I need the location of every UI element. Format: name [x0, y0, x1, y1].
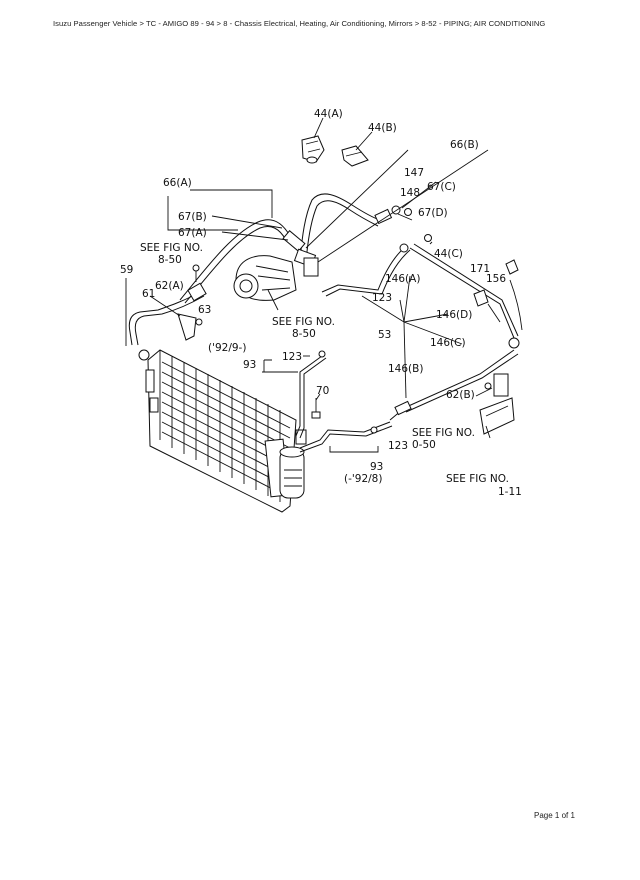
label-146d: 146(D) — [436, 309, 472, 321]
evaporator-bracket-part — [479, 373, 515, 435]
label-67b: 67(B) — [178, 211, 207, 223]
label-see-fig-111-num: 1-11 — [498, 486, 522, 498]
label-see-fig-050-num: 0-50 — [412, 439, 436, 451]
label-see-fig-050: SEE FIG NO. — [412, 427, 475, 439]
label-44b: 44(B) — [368, 122, 397, 134]
label-146c: 146(C) — [430, 337, 466, 349]
label-147: 147 — [404, 167, 424, 179]
label-44c: 44(C) — [434, 248, 463, 260]
label-92-9: ('92/9-) — [208, 342, 246, 354]
label-61: 61 — [142, 288, 155, 300]
label-70: 70 — [316, 385, 329, 397]
label-53: 53 — [378, 329, 391, 341]
label-123-c: 123 — [388, 440, 408, 452]
label-67a: 67(A) — [178, 227, 207, 239]
label-67d: 67(D) — [418, 207, 448, 219]
clamp-44b-part — [341, 145, 369, 167]
label-123-a: 123 — [372, 292, 392, 304]
clamp-44a-part — [301, 135, 325, 164]
compressor-part — [233, 255, 319, 301]
breadcrumb: Isuzu Passenger Vehicle > TC - AMIGO 89 … — [53, 19, 546, 28]
label-62a: 62(A) — [155, 280, 184, 292]
label-123-b: 123 — [282, 351, 302, 363]
label-66b: 66(B) — [450, 139, 479, 151]
label-62b: 62(B) — [446, 389, 475, 401]
label-44a: 44(A) — [314, 108, 343, 120]
label-66a: 66(A) — [163, 177, 192, 189]
label-see-fig-850-a-num: 8-50 — [158, 254, 182, 266]
page-number: Page 1 of 1 — [534, 811, 575, 820]
label-see-fig-850-b: SEE FIG NO. — [272, 316, 335, 328]
label-59: 59 — [120, 264, 133, 276]
label-148: 148 — [400, 187, 420, 199]
condenser-part — [145, 349, 297, 513]
label-67c: 67(C) — [427, 181, 456, 193]
label-146b: 146(B) — [388, 363, 423, 375]
label-156: 156 — [486, 273, 506, 285]
label-see-fig-111: SEE FIG NO. — [446, 473, 509, 485]
label-63: 63 — [198, 304, 211, 316]
label-92-8: (-'92/8) — [344, 473, 382, 485]
label-171: 171 — [470, 263, 490, 275]
label-146a: 146(A) — [385, 273, 420, 285]
label-93-a: 93 — [243, 359, 256, 371]
label-see-fig-850-a: SEE FIG NO. — [140, 242, 203, 254]
label-see-fig-850-b-num: 8-50 — [292, 328, 316, 340]
label-93-b: 93 — [370, 461, 383, 473]
receiver-drier-part — [264, 429, 307, 499]
